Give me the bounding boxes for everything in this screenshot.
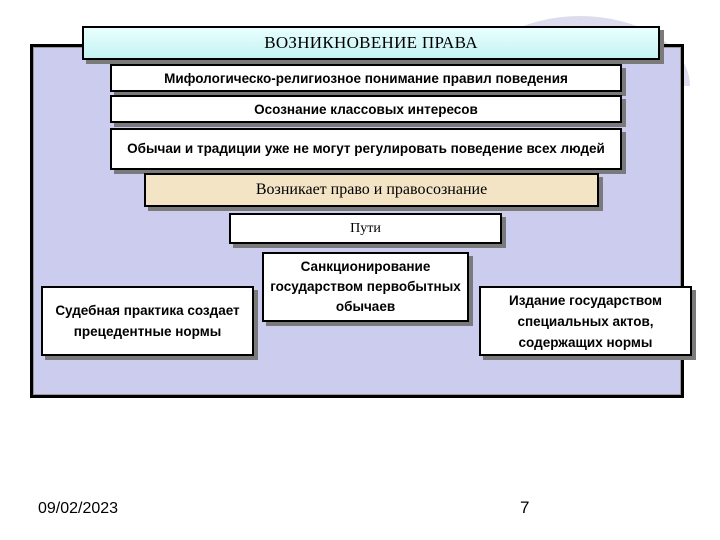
result-law-emerges: Возникает право и правосознание <box>144 173 599 207</box>
footer-date: 09/02/2023 <box>38 500 119 517</box>
step-mythological-understanding: Мифологическо-религиозное понимание прав… <box>110 64 622 92</box>
path-state-acts: Издание государством специальных актов, … <box>479 286 692 356</box>
page-number: 7 <box>520 498 530 517</box>
path-sanctioning-customs: Санкционирование государством первобытны… <box>262 252 469 322</box>
step-customs-insufficient: Обычаи и традиции уже не могут регулиров… <box>110 128 622 170</box>
paths-label: Пути <box>229 213 502 244</box>
step-class-interests: Осознание классовых интересов <box>110 95 622 123</box>
path-judicial-practice: Судебная практика создает прецедентные н… <box>41 286 254 356</box>
diagram-title: ВОЗНИКНОВЕНИЕ ПРАВА <box>82 26 660 60</box>
